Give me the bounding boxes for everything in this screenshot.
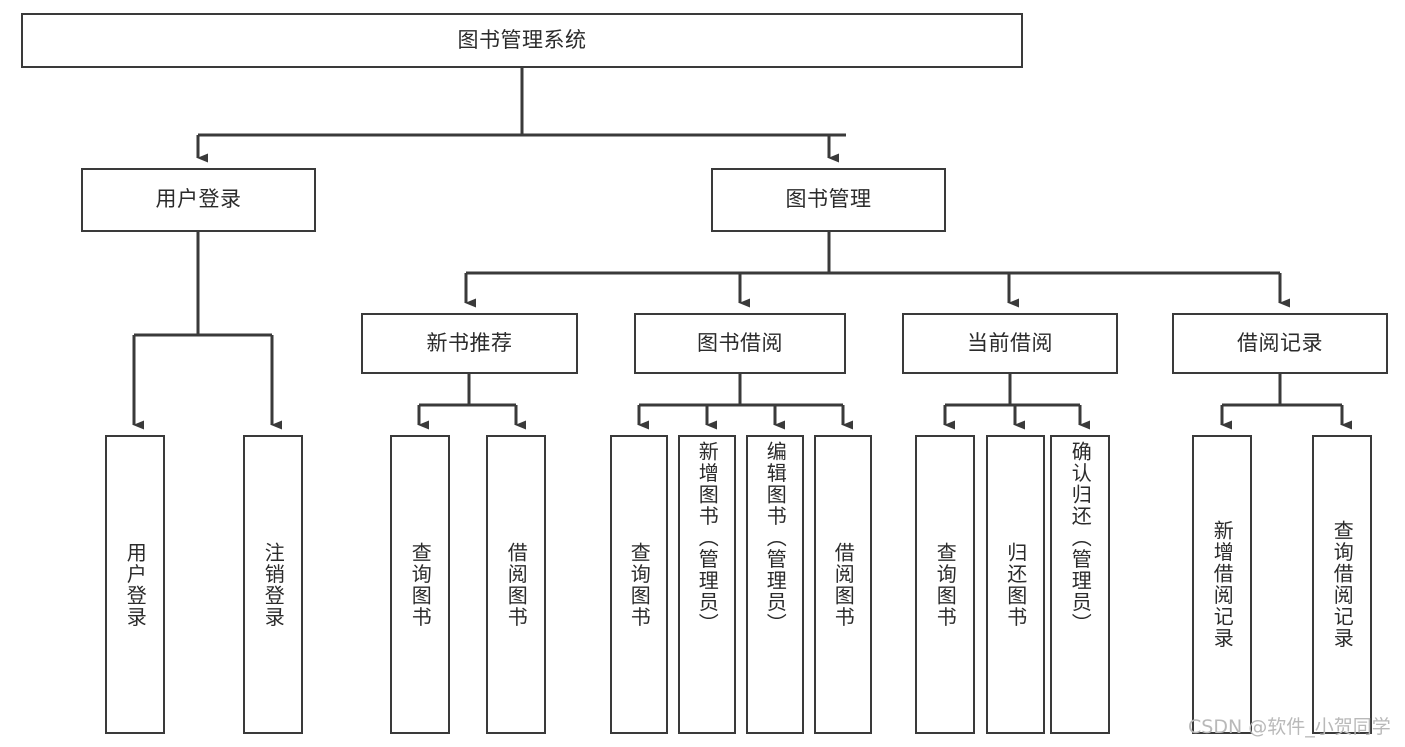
node-book-manage[interactable]: 图书管理 bbox=[711, 168, 946, 232]
node-current-borrow-label: 当前借阅 bbox=[967, 330, 1053, 355]
leaf-query-book-1[interactable]: 查询图书 bbox=[390, 435, 450, 734]
node-new-book-rec[interactable]: 新书推荐 bbox=[361, 313, 578, 374]
leaf-query-book-2-label: 查询图书 bbox=[627, 541, 652, 628]
node-user-login[interactable]: 用户登录 bbox=[81, 168, 316, 232]
leaf-query-record[interactable]: 查询借阅记录 bbox=[1312, 435, 1372, 734]
leaf-add-record-label: 新增借阅记录 bbox=[1210, 520, 1235, 649]
node-root-label: 图书管理系统 bbox=[457, 27, 587, 52]
leaf-user-login[interactable]: 用户登录 bbox=[105, 435, 165, 734]
leaf-return-book[interactable]: 归还图书 bbox=[986, 435, 1045, 734]
node-book-borrow[interactable]: 图书借阅 bbox=[634, 313, 846, 374]
leaf-return-book-label: 归还图书 bbox=[1003, 541, 1028, 628]
node-borrow-record[interactable]: 借阅记录 bbox=[1172, 313, 1388, 374]
leaf-query-record-label: 查询借阅记录 bbox=[1330, 520, 1355, 649]
leaf-borrow-book-2[interactable]: 借阅图书 bbox=[814, 435, 872, 734]
leaf-add-book[interactable]: 新增图书（管理员） bbox=[678, 435, 736, 734]
leaf-borrow-book-2-label: 借阅图书 bbox=[831, 541, 856, 628]
leaf-user-login-label: 用户登录 bbox=[123, 541, 148, 628]
leaf-query-book-2[interactable]: 查询图书 bbox=[610, 435, 668, 734]
leaf-query-book-1-label: 查询图书 bbox=[408, 541, 433, 628]
node-borrow-record-label: 借阅记录 bbox=[1237, 330, 1323, 355]
leaf-edit-book[interactable]: 编辑图书（管理员） bbox=[746, 435, 804, 734]
node-current-borrow[interactable]: 当前借阅 bbox=[902, 313, 1118, 374]
leaf-add-record[interactable]: 新增借阅记录 bbox=[1192, 435, 1252, 734]
node-root[interactable]: 图书管理系统 bbox=[21, 13, 1023, 68]
leaf-borrow-book-1-label: 借阅图书 bbox=[504, 541, 529, 628]
leaf-edit-book-label: 编辑图书（管理员） bbox=[763, 441, 788, 635]
node-book-borrow-label: 图书借阅 bbox=[697, 330, 783, 355]
leaf-add-book-label: 新增图书（管理员） bbox=[695, 441, 720, 635]
leaf-query-book-3-label: 查询图书 bbox=[933, 541, 958, 628]
node-user-login-label: 用户登录 bbox=[155, 187, 242, 212]
node-new-book-rec-label: 新书推荐 bbox=[426, 330, 513, 355]
node-book-manage-label: 图书管理 bbox=[785, 187, 872, 212]
leaf-user-logout-label: 注销登录 bbox=[261, 541, 286, 628]
leaf-confirm-return[interactable]: 确认归还（管理员） bbox=[1050, 435, 1110, 734]
leaf-borrow-book-1[interactable]: 借阅图书 bbox=[486, 435, 546, 734]
leaf-query-book-3[interactable]: 查询图书 bbox=[915, 435, 975, 734]
csdn-watermark: CSDN @软件_小贺同学 bbox=[1188, 716, 1391, 738]
leaf-confirm-return-label: 确认归还（管理员） bbox=[1068, 441, 1093, 635]
leaf-user-logout[interactable]: 注销登录 bbox=[243, 435, 303, 734]
